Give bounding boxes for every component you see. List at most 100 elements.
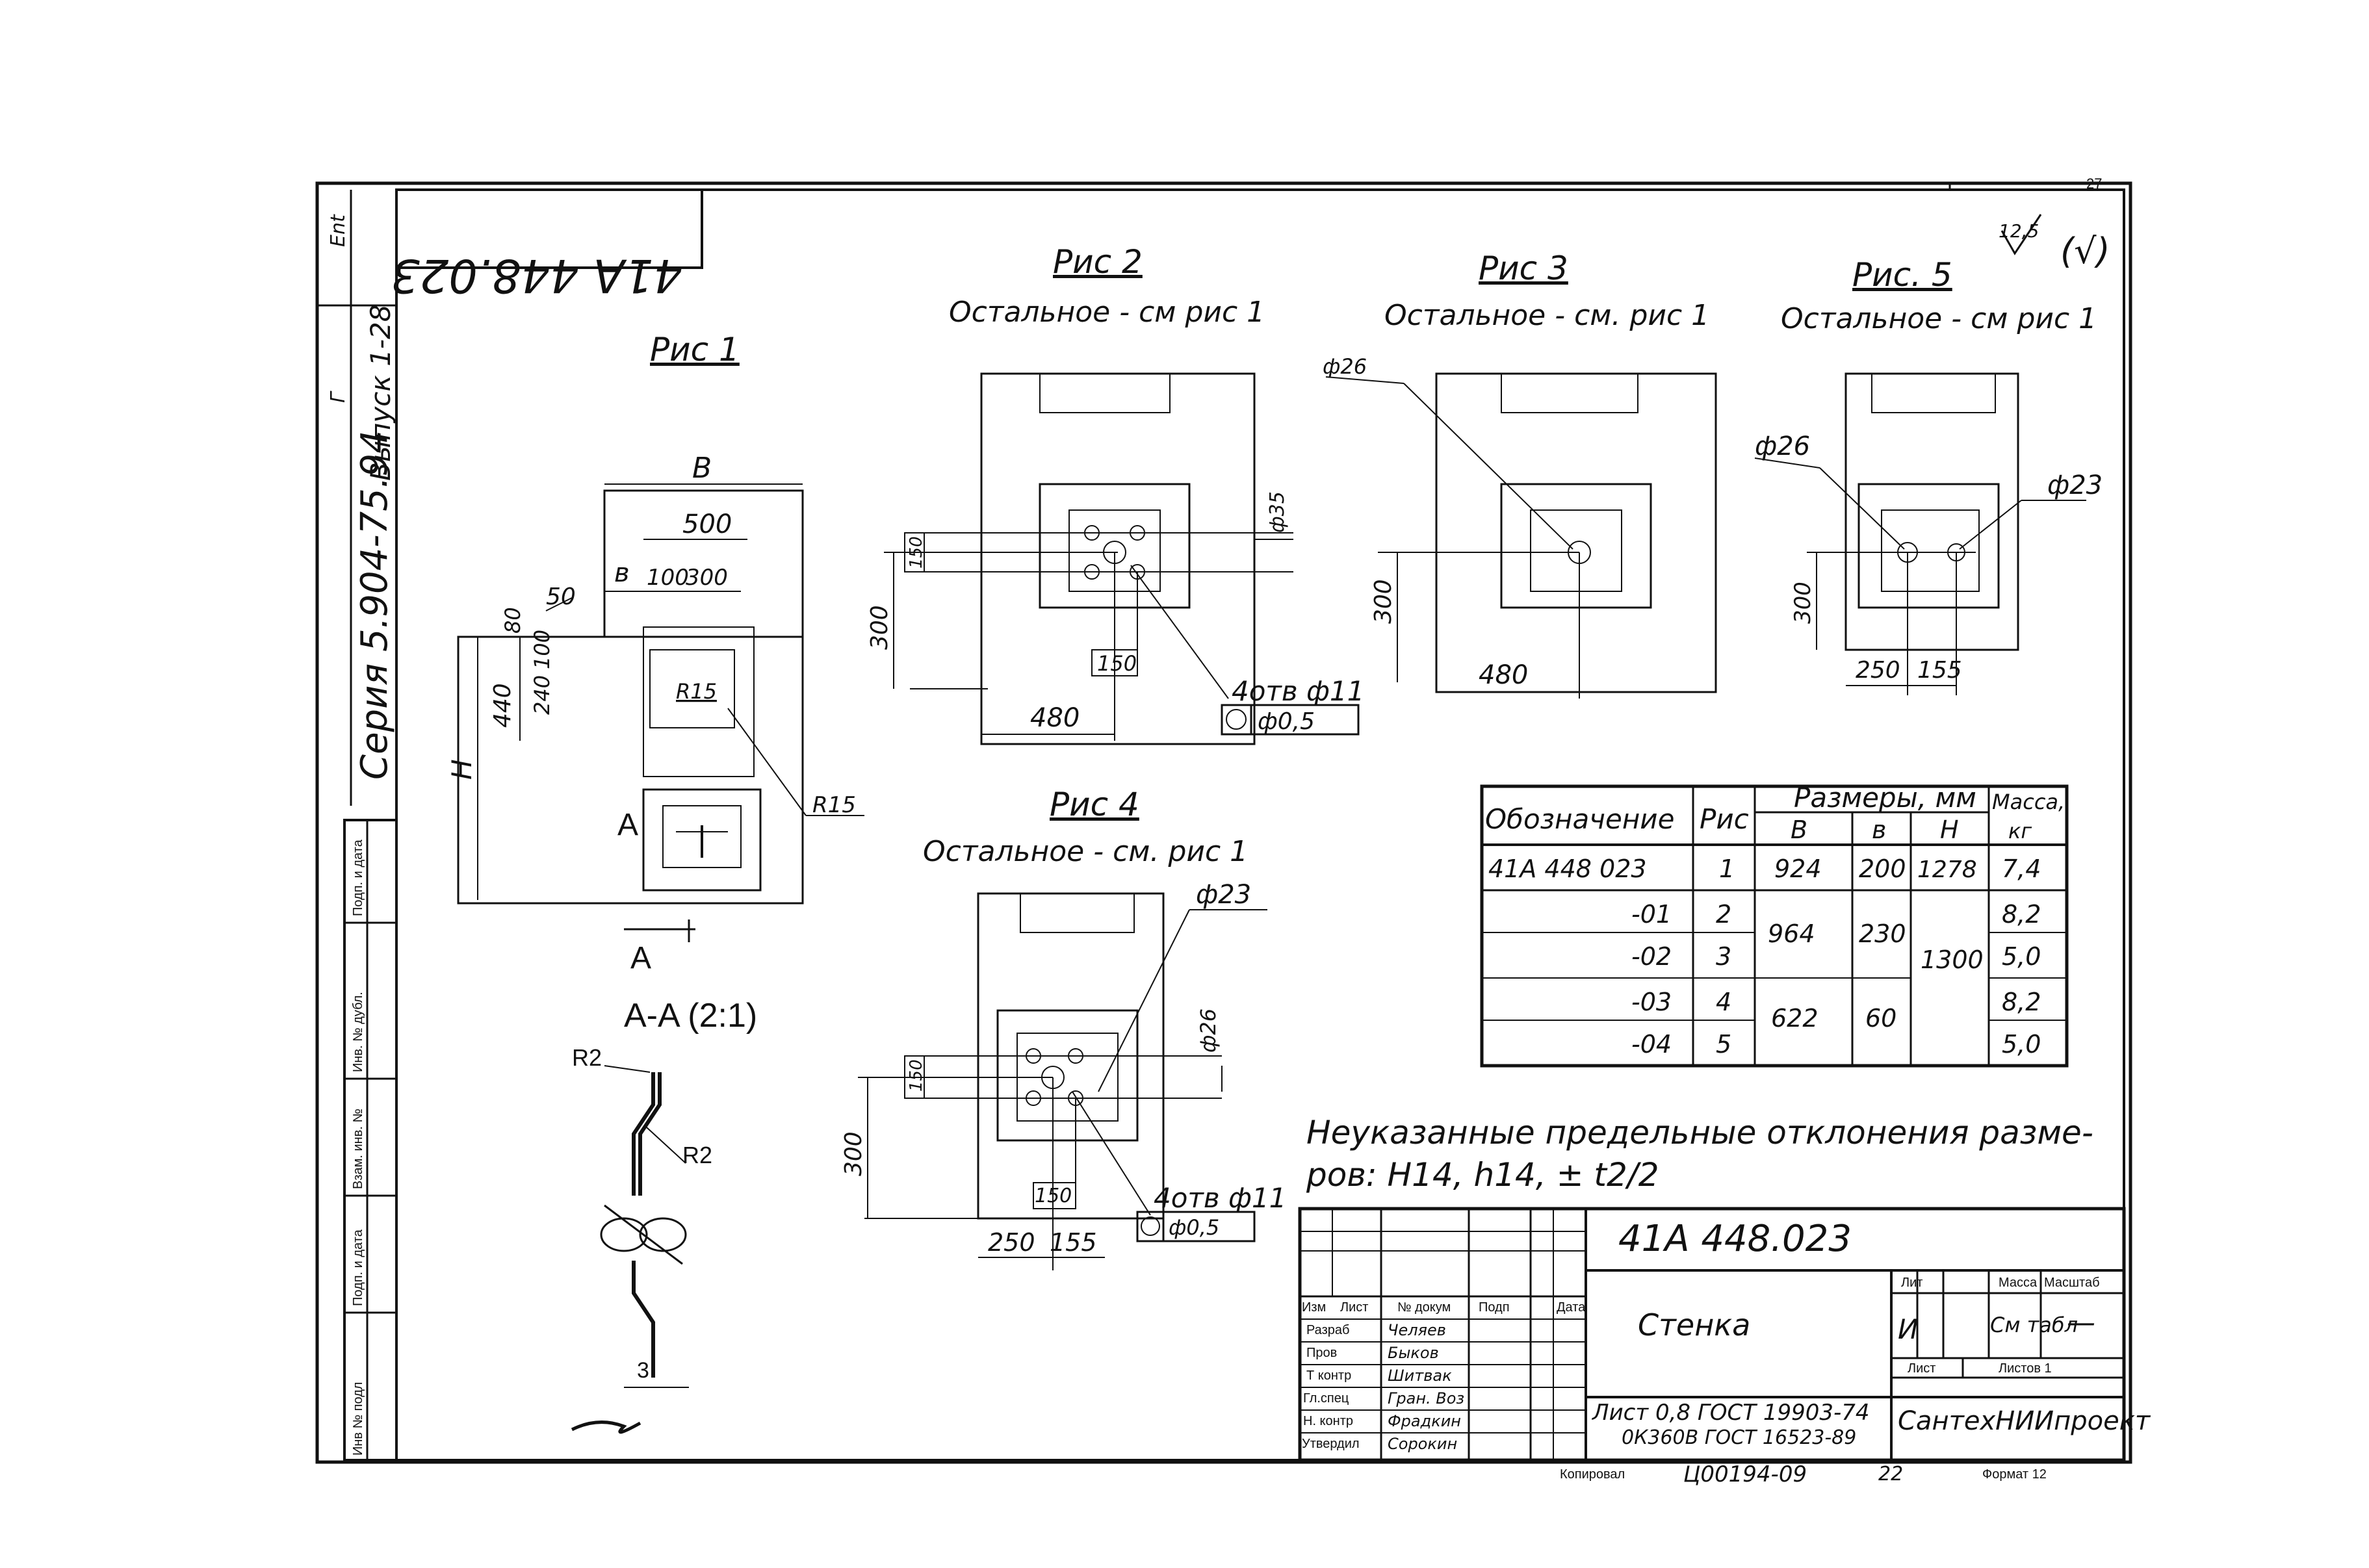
row3-b: 60 (1865, 1004, 1896, 1033)
fig1-title: Рис 1 (650, 331, 740, 368)
fig1-dim-H: H (446, 759, 478, 780)
role-5: Утвердил (1302, 1437, 1360, 1451)
fig2-note: Остальное - см рис 1 (949, 296, 1265, 329)
fig2-w480: 480 (1030, 703, 1080, 733)
fig4-tol: ф0,5 (1169, 1215, 1219, 1240)
fig4-w155: 155 (1050, 1228, 1097, 1257)
stamp-cell-5: Подп. и дата (351, 839, 365, 916)
left-stamp-column: Инв № подл Подп. и дата Взам. инв. № Инв… (343, 819, 398, 1461)
fig3-title: Рис 3 (1479, 250, 1568, 287)
roughness-mark: 12,5 (√) (1999, 214, 2110, 272)
th-mass-unit: кг (2008, 819, 2032, 843)
fig5-h300: 300 (1790, 582, 1816, 624)
fig5-d23: ф23 (2047, 470, 2103, 500)
fig1-dim-50: 50 (546, 584, 576, 610)
scale-value: — (2067, 1306, 2095, 1339)
fig2-d35: ф35 (1266, 491, 1289, 533)
fig2-panel (980, 372, 1256, 745)
fig4-d26: ф26 (1196, 1009, 1221, 1053)
fig2-holes: 4отв ф11 (1232, 675, 1364, 707)
format-label: Формат 12 (1982, 1467, 2047, 1482)
person-2: Шитвак (1388, 1367, 1452, 1385)
material-2: 0К360В ГОСТ 16523-89 (1622, 1426, 1856, 1449)
top-stamp-box (395, 188, 703, 269)
doc-code: 41A 448.023 (1618, 1218, 1852, 1260)
fig5-w250: 250 (1856, 657, 1900, 684)
roughness-value: 12,5 (1999, 220, 2039, 242)
page-number: 27 (2086, 175, 2102, 192)
row1-H: 1300 (1921, 945, 1984, 974)
role-2: Т контр (1306, 1369, 1351, 1383)
fig3-d: ф26 (1323, 354, 1367, 379)
fig1-dim-B: B (692, 452, 712, 485)
fig3-panel (1435, 372, 1717, 693)
fig1-panel (457, 636, 804, 905)
th-fig: Рис (1700, 803, 1749, 835)
fig5-d26: ф26 (1755, 431, 1810, 461)
general-note: Неуказанные предельные отклонения разме-… (1306, 1114, 2093, 1194)
signature-mark (571, 1420, 641, 1434)
row1-B: 964 (1768, 919, 1815, 948)
figure-4: Рис 4 Остальное - см. рис 1 ф23 ф26 150 … (840, 786, 1286, 1270)
th-mass: Масса, (1992, 790, 2065, 814)
fig4-tol-frame (1136, 1211, 1256, 1242)
row2-designation: -02 (1631, 942, 1672, 971)
figure-1: Рис 1 B 500 в 100 300 50 80 240 100 440 … (446, 331, 864, 975)
stamp-cell-4: Инв. № дубл. (351, 992, 365, 1072)
row0-H: 1278 (1917, 856, 1977, 883)
fig1-dim-500: 500 (682, 509, 732, 539)
top-stamp: 41A 448.023 (391, 249, 682, 302)
sizes-table: Обозначение Рис Размеры, мм B в H Масса,… (1480, 782, 2069, 1068)
fig1-A2: A (630, 941, 651, 975)
row0-B: 924 (1774, 855, 1822, 883)
row4-mass: 5,0 (2002, 1030, 2041, 1059)
hdr-data: Дата (1557, 1300, 1586, 1315)
role-4: Н. контр (1303, 1414, 1353, 1428)
fig1-A1: A (617, 808, 638, 842)
section-R2a: R2 (572, 1044, 602, 1071)
title-block: Изм Лист № докум Подп Дата Разраб Пров Т… (1298, 175, 2151, 1487)
row4-fig: 5 (1716, 1030, 1731, 1059)
fig3-note: Остальное - см. рис 1 (1384, 299, 1709, 332)
row0-mass: 7,4 (2002, 855, 2041, 883)
stamp-cell-3: Взам. инв. № (351, 1109, 365, 1189)
series-label: Серия 5.904-75.94 (354, 430, 396, 780)
section-R2b: R2 (682, 1142, 712, 1168)
row2-fig: 3 (1716, 942, 1731, 971)
person-5: Сорокин (1388, 1435, 1457, 1453)
fig4-h150: 150 (907, 1059, 926, 1092)
fig4-holes: 4отв ф11 (1154, 1182, 1286, 1214)
copy-n: 22 (1878, 1463, 1903, 1485)
fig4-note: Остальное - см. рис 1 (923, 835, 1248, 868)
material-1: Лист 0,8 ГОСТ 19903-74 (1591, 1400, 1870, 1426)
scale-label: Масштаб (2044, 1276, 2100, 1290)
fig4-d23: ф23 (1196, 880, 1251, 910)
row1-fig: 2 (1716, 900, 1731, 929)
fig1-dim-b: в (614, 558, 630, 588)
hdr-doc: № докум (1397, 1300, 1451, 1315)
row0-fig: 1 (1719, 855, 1735, 883)
sheet-label: Лист (1908, 1361, 1935, 1376)
fig2-h300: 300 (866, 605, 893, 650)
row3-mass: 8,2 (2002, 988, 2041, 1016)
stamp-cell-1: Инв № подл (351, 1382, 365, 1456)
organization: СантехНИИпроект (1898, 1406, 2151, 1436)
fig2-tol: ф0,5 (1258, 708, 1315, 735)
corner-mark: Г (327, 391, 350, 403)
person-4: Фрадкин (1388, 1412, 1461, 1430)
note-line-1: Неуказанные предельные отклонения разме- (1306, 1114, 2093, 1151)
row0-b: 200 (1859, 855, 1906, 883)
hdr-izm: Изм (1302, 1300, 1326, 1315)
fig4-h300: 300 (840, 1131, 867, 1176)
fig5-title: Рис. 5 (1852, 256, 1952, 294)
hdr-podp: Подп (1479, 1300, 1510, 1315)
fig5-note: Остальное - см рис 1 (1781, 302, 2097, 335)
stamp-cell-2: Подп. и дата (351, 1229, 365, 1306)
person-3: Гран. Воз (1388, 1389, 1464, 1407)
fig2-tol-frame (1221, 704, 1360, 736)
lit-value: И (1898, 1313, 1918, 1345)
role-0: Разраб (1306, 1323, 1349, 1337)
th-sizes: Размеры, мм (1794, 782, 1976, 814)
section-aa: A-A (2:1) R2 R2 3 (572, 997, 757, 1388)
